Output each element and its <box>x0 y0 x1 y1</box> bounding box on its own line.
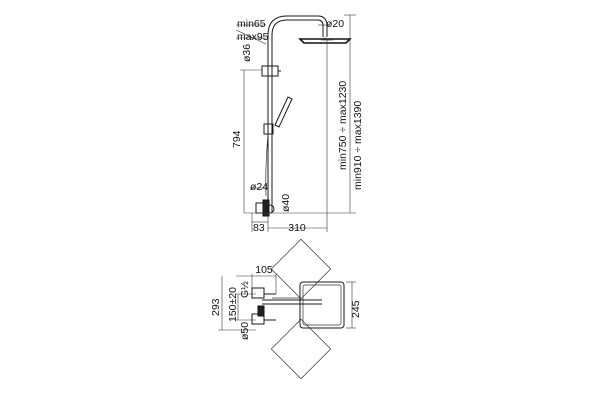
mixer-top <box>257 305 265 317</box>
range-b-label: min910 ÷ max1390 <box>352 101 364 190</box>
min-offset-label: min65 <box>237 18 266 30</box>
head-square <box>299 281 345 329</box>
outlet-dia-label: ø40 <box>280 194 292 212</box>
head-size-label: 245 <box>350 300 362 318</box>
total-height-label: 293 <box>210 298 222 316</box>
head-pipe-dia-label: ø20 <box>326 18 344 30</box>
lower-pipe-dia-label: ø24 <box>250 181 268 193</box>
range-a-label: min750 ÷ max1230 <box>337 81 349 170</box>
height-label: 794 <box>231 130 243 148</box>
side-view: min65 max95 ø20 ø36 794 ø24 ø40 min750 ÷… <box>231 14 364 234</box>
slider-holder <box>263 123 274 135</box>
width-label: 105 <box>255 264 273 276</box>
center-distance-label: 150±20 <box>227 287 239 322</box>
hose <box>265 133 269 197</box>
upper-bracket <box>261 65 279 77</box>
head-rotated-lower <box>270 318 332 380</box>
top-view: 105 293 150±20 ø50 G½ 245 <box>210 238 362 380</box>
max-offset-label: max95 <box>237 31 269 43</box>
arm-length-label: 310 <box>288 222 306 234</box>
upper-fitting <box>251 287 265 299</box>
fitting-dia-label: ø50 <box>239 322 251 340</box>
wall-offset-label: 83 <box>253 222 265 234</box>
head-rotated-upper <box>270 238 332 300</box>
fitting-thread-label: G½ <box>239 281 251 298</box>
valve-dia-label: ø36 <box>241 44 253 62</box>
shower-head <box>298 38 352 44</box>
hand-shower <box>274 96 293 128</box>
shower-arm <box>267 15 328 37</box>
